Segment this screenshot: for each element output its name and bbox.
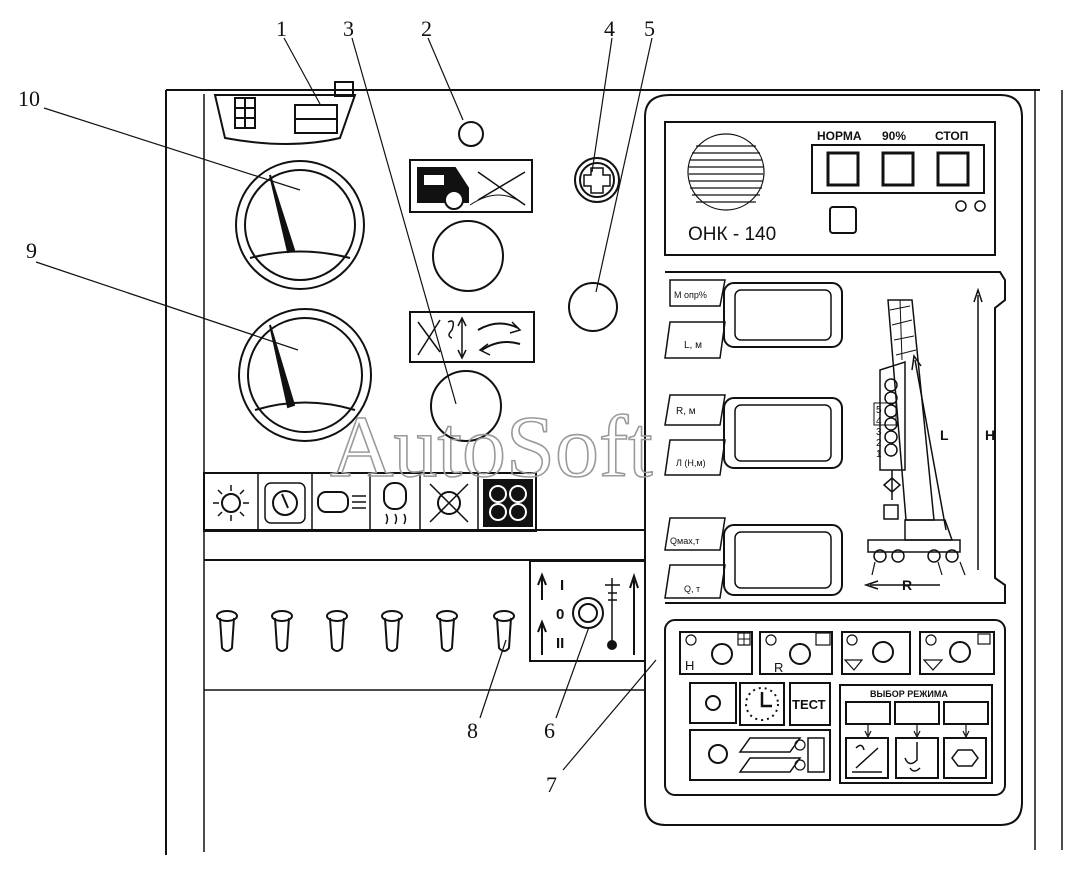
hook-scale-3: 3 (876, 427, 882, 438)
test-button[interactable]: ТЕСТ (789, 682, 831, 726)
mode-key-slew-right[interactable] (919, 631, 995, 675)
toggle-switch[interactable] (326, 610, 348, 652)
dial-icon (264, 482, 306, 524)
clock-button[interactable] (739, 682, 785, 726)
callout-5: 5 (644, 16, 655, 41)
mode-key-boom-length[interactable]: Н (679, 631, 753, 675)
gauge-top (235, 160, 365, 290)
toggle-switch[interactable] (271, 610, 293, 652)
ninety-percent-lamp (881, 151, 915, 187)
hook-scale-5: 5 (876, 405, 882, 416)
outrigger-key[interactable] (689, 729, 831, 781)
length-label: L, м (684, 340, 702, 351)
crane-schematic: 5 4 3 2 1 L H R (863, 287, 995, 593)
callout-3: 3 (343, 16, 354, 41)
callout-7: 7 (546, 772, 557, 797)
headlight-icon (317, 491, 366, 513)
readout-row-load: Qмах,т Q, т (664, 517, 843, 599)
lamp-label-norma: НОРМА (817, 129, 862, 143)
callout-9: 9 (26, 238, 37, 263)
moment-label: М опр% (674, 290, 707, 300)
position-label-bottom: II (556, 635, 564, 652)
callout-10: 10 (18, 86, 40, 111)
round-switch-bottom[interactable] (430, 370, 502, 442)
switch-icon-strip (203, 472, 537, 532)
top-left-bracket (213, 81, 357, 145)
onk-keypad: Н R (664, 619, 1006, 796)
toggle-switch[interactable] (216, 610, 238, 652)
readout-row-radius: R, м Л (Н,м) (664, 394, 843, 476)
round-switch-top[interactable] (432, 220, 504, 292)
mode-button-hook[interactable] (895, 737, 939, 779)
cab-warning-pictogram (409, 159, 533, 213)
fan-icon (483, 479, 533, 527)
gauge-bottom (238, 308, 372, 442)
toggle-switch[interactable] (381, 610, 403, 652)
mode-indicator-1 (845, 701, 891, 725)
mode-select-group: ВЫБОР РЕЖИМА (839, 684, 993, 784)
mode-select-title: ВЫБОР РЕЖИМА (870, 689, 948, 699)
hook-scale (873, 378, 898, 457)
lamp-off-icon (429, 483, 469, 523)
fuse-cap[interactable] (574, 157, 620, 203)
leader-lines (35, 37, 657, 771)
mode-button-off[interactable] (943, 737, 987, 779)
callout-2: 2 (421, 16, 432, 41)
hook-motion-pictogram (409, 311, 535, 363)
callout-4: 4 (604, 16, 615, 41)
toggle-switch[interactable] (493, 610, 515, 652)
max-load-label: Qмах,т (670, 536, 699, 546)
lamp-label-stop: СТОП (935, 129, 968, 143)
crane-display-frame (665, 271, 1006, 604)
hook-scale-4: 4 (876, 416, 882, 427)
position-label-top: I (560, 577, 564, 594)
position-label-mid: 0 (556, 606, 564, 623)
mode-key-slew-left[interactable] (841, 631, 911, 675)
mode-indicator-3 (943, 701, 989, 725)
lamp-label-90: 90% (882, 129, 906, 143)
stop-lamp (936, 151, 970, 187)
onk-button[interactable] (829, 206, 857, 234)
onk-140-unit: НОРМА 90% СТОП ОНК - 140 М опр% L, м (644, 94, 1023, 826)
key-letter-h: Н (685, 658, 694, 673)
key-switch[interactable] (572, 597, 604, 629)
readout-row-moment: М опр% L, м (664, 279, 843, 359)
callout-6: 6 (544, 718, 555, 743)
mode-key-radius[interactable]: R (759, 631, 833, 675)
onk-model-label: ОНК - 140 (688, 224, 776, 245)
toggle-switch-row[interactable] (216, 610, 515, 652)
load-label: Q, т (684, 584, 700, 594)
round-button[interactable] (568, 282, 618, 332)
callout-8: 8 (467, 718, 478, 743)
hook-scale-1: 1 (876, 449, 882, 460)
indicator-lamp (458, 121, 484, 147)
norma-lamp (826, 151, 860, 187)
mode-button-boom[interactable] (845, 737, 889, 779)
keypad-round-button[interactable] (689, 682, 737, 724)
key-letter-r: R (774, 660, 783, 675)
speaker-grille-icon (687, 133, 765, 211)
radius-label: R, м (676, 406, 696, 417)
crane-height-label: H (985, 427, 995, 443)
toggle-switch[interactable] (436, 610, 458, 652)
onk-status-display: НОРМА 90% СТОП ОНК - 140 (664, 121, 996, 256)
crane-radius-label: R (902, 577, 912, 593)
watermark: AutoSoft (330, 399, 653, 496)
callout-1: 1 (276, 16, 287, 41)
mode-indicator-2 (894, 701, 940, 725)
key-switch-panel: I 0 II (529, 560, 646, 662)
hook-scale-2: 2 (876, 438, 882, 449)
sun-icon (213, 485, 249, 521)
callout-numbers: 1 2 3 4 5 6 7 8 9 10 (18, 16, 655, 797)
height-label: Л (Н,м) (676, 458, 706, 468)
heater-icon (383, 482, 407, 525)
test-button-label: ТЕСТ (792, 697, 826, 712)
crane-length-label: L (940, 427, 949, 443)
